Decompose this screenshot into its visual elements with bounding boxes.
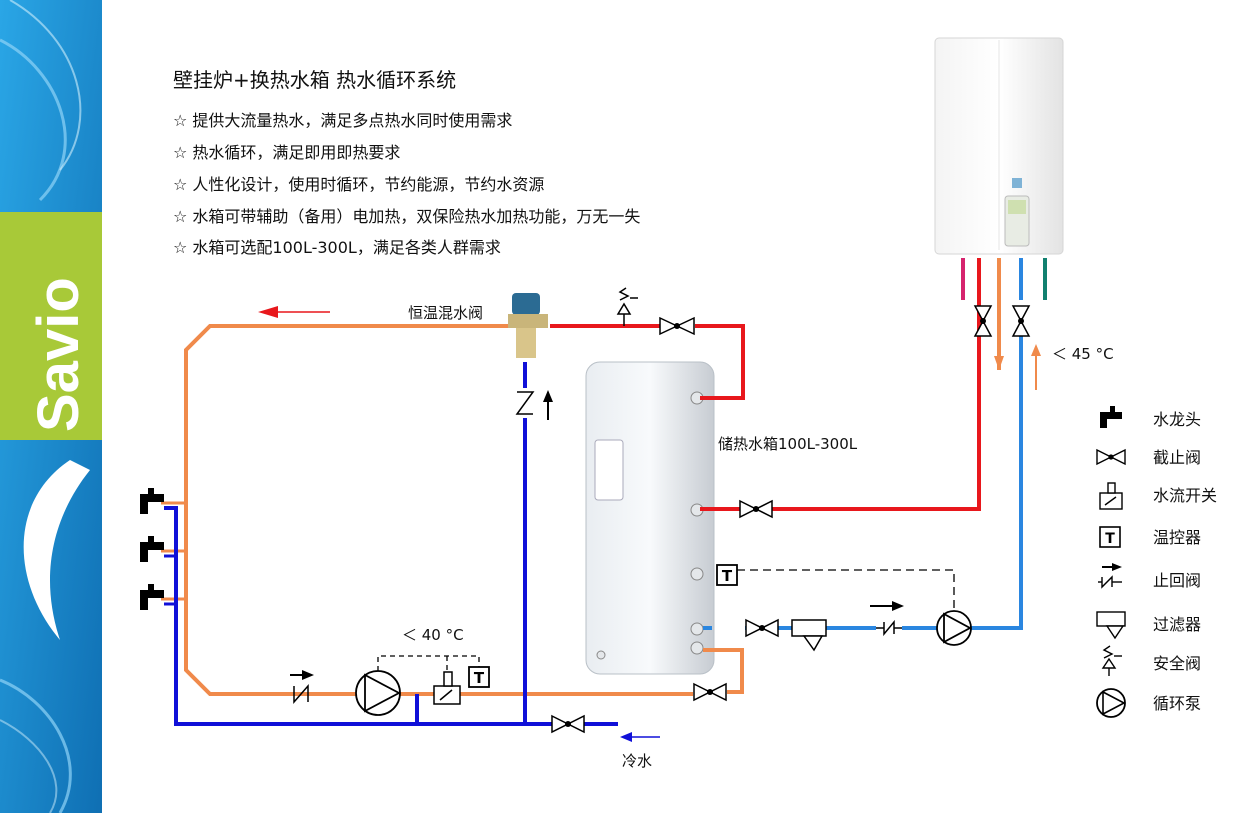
tank-port [690, 567, 704, 581]
check-valve-icon [1098, 563, 1122, 589]
check-valve-icon [293, 684, 309, 704]
pump-icon [1096, 688, 1126, 718]
svg-text:T: T [722, 567, 733, 585]
page-title: 壁挂炉+换热水箱 热水循环系统 [173, 68, 457, 92]
filter-icon [1096, 611, 1126, 640]
check-valve-icon [876, 619, 902, 637]
thermostatic-mixing-valve [508, 293, 548, 358]
tank-port [690, 641, 704, 655]
wall-boiler [934, 37, 1064, 255]
flow-arrow-icon [543, 390, 553, 420]
brand-logo-text: Savio [26, 277, 91, 432]
cold-water-label: 冷水 [622, 752, 652, 770]
stop-valve-icon [693, 682, 727, 702]
legend-label: 水龙头 [1153, 410, 1201, 429]
brand-green-band [0, 212, 102, 440]
flow-arrow-icon [290, 670, 314, 680]
faucet-icon [140, 536, 164, 562]
feature-item: ☆ 水箱可带辅助（备用）电加热，双保险热水加热功能，万无一失 [173, 207, 641, 226]
flow-arrow-icon [620, 732, 660, 742]
flow-arrow-icon [994, 356, 1004, 370]
legend-label: 温控器 [1153, 528, 1201, 547]
stop-valve-icon [973, 305, 993, 337]
feature-item: ☆ 水箱可选配100L-300L，满足各类人群需求 [173, 238, 501, 257]
flow-switch-icon [433, 671, 461, 705]
feature-item: ☆ 热水循环，满足即用即热要求 [173, 143, 401, 162]
legend-label: 过滤器 [1153, 615, 1201, 634]
pump-icon [355, 670, 401, 716]
tank-panel [594, 439, 624, 501]
stop-valve-icon [745, 618, 779, 638]
feature-item: ☆ 人性化设计，使用时循环，节约能源，节约水资源 [173, 175, 545, 194]
legend-label: 水流开关 [1153, 486, 1217, 505]
boiler-badge-icon [1012, 178, 1022, 188]
brand-sidebar: Savio [0, 0, 102, 813]
feature-item: ☆ 提供大流量热水，满足多点热水同时使用需求 [173, 111, 513, 130]
faucet-icon [140, 584, 164, 610]
stop-valve-icon [551, 714, 585, 734]
control-wire [737, 569, 955, 611]
legend-label: 止回阀 [1153, 571, 1201, 590]
flow-arrow-icon [258, 306, 330, 318]
safety-valve-icon [1101, 645, 1122, 676]
storage-tank [585, 361, 715, 675]
control-wire [377, 655, 480, 671]
legend-label: 截止阀 [1153, 448, 1201, 467]
check-valve-icon [515, 391, 535, 415]
svg-text:T: T [474, 669, 485, 687]
sidebar-graphic: Savio [0, 0, 102, 813]
flow-arrow-icon [1031, 344, 1041, 390]
stop-valve-icon [1011, 305, 1031, 337]
svg-text:T: T [1105, 531, 1115, 547]
pump-icon [936, 610, 972, 646]
stop-valve-icon [739, 499, 773, 519]
tank-label: 储热水箱100L-300L [718, 435, 858, 453]
flow-switch-icon [1099, 482, 1123, 510]
thermostat-icon: T [716, 564, 738, 586]
faucet-icon [140, 488, 164, 514]
mixing-valve-label: 恒温混水阀 [408, 304, 483, 322]
legend-label: 循环泵 [1153, 694, 1201, 713]
thermostat-icon: T [468, 666, 490, 688]
mixed-water-loop [184, 324, 508, 696]
cold-pipe-to-boiler [970, 336, 1023, 630]
mixed-return-to-tank [703, 648, 744, 694]
stop-valve-icon [659, 316, 695, 336]
pump-temp-label: ＜ 40 °C [402, 626, 464, 644]
hot-pipe-boiler-to-tank [772, 258, 981, 511]
filter-icon [791, 619, 827, 652]
flow-arrow-icon [870, 601, 904, 611]
tank-drain [596, 650, 606, 660]
safety-valve-icon [616, 287, 638, 326]
tank-port [690, 622, 704, 636]
logo-swoosh-icon [23, 460, 90, 640]
boiler-display [1008, 200, 1026, 214]
legend: T 水龙头 截止阀 水流开关 温控器 止回阀 过滤器 安全阀 [1096, 406, 1217, 718]
hot-pipe-tank-outlet [695, 324, 745, 400]
stop-valve-icon [1096, 448, 1126, 466]
thermostat-icon: T [1099, 526, 1121, 548]
faucet-icon [1100, 406, 1122, 428]
legend-label: 安全阀 [1153, 654, 1201, 673]
cold-water-main [164, 506, 552, 726]
boiler-temp-label: ＜ 45 °C [1052, 345, 1114, 363]
